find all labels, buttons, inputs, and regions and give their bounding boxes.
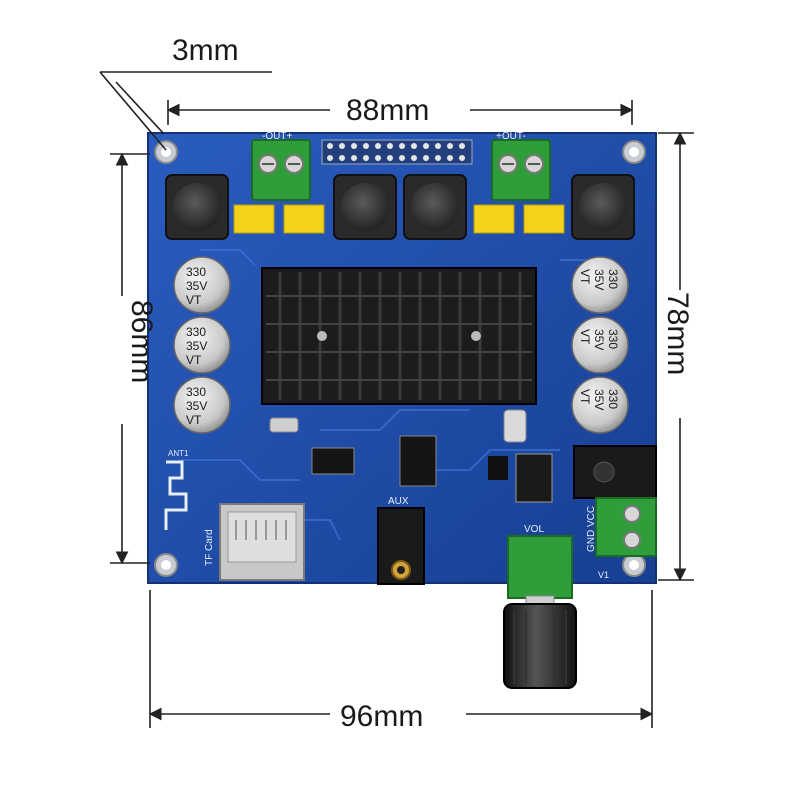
svg-text:35V: 35V — [592, 269, 606, 290]
volume-knob[interactable] — [503, 603, 577, 689]
out-right-label: +OUT- — [496, 131, 526, 142]
hole-offset-pointer-a — [99, 71, 167, 151]
hole-offset-pointer-b — [115, 81, 165, 135]
electrolytic-capacitor: 330 35V VT — [571, 256, 629, 314]
mounting-holes — [154, 140, 646, 577]
svg-text:330: 330 — [186, 265, 206, 279]
dimension-lines — [99, 71, 694, 728]
svg-text:330: 330 — [606, 329, 620, 349]
electrolytic-capacitor: 330 35V VT — [173, 376, 231, 434]
svg-text:330: 330 — [606, 269, 620, 289]
hole-spacing-x-label: 88mm — [346, 94, 429, 127]
hole-offset-label: 3mm — [172, 34, 239, 67]
svg-text:VT: VT — [186, 413, 202, 427]
pin-header — [321, 139, 473, 165]
svg-text:35V: 35V — [186, 399, 207, 413]
electrolytic-capacitor: 330 35V VT — [571, 316, 629, 374]
electrolytic-capacitor: 330 35V VT — [571, 376, 629, 434]
ant-label: ANT1 — [168, 449, 189, 458]
aux-jack — [377, 507, 425, 585]
svg-text:VT: VT — [578, 389, 592, 405]
output-terminal-right — [491, 139, 551, 201]
antenna — [164, 460, 188, 530]
svg-text:VT: VT — [578, 329, 592, 345]
electrolytic-capacitor: 330 35V VT — [173, 256, 231, 314]
ic-chips — [269, 409, 553, 503]
output-terminal-left — [251, 139, 311, 201]
svg-text:35V: 35V — [592, 329, 606, 350]
power-terminal — [595, 497, 657, 557]
vol-label: VOL — [524, 524, 544, 535]
svg-text:35V: 35V — [186, 279, 207, 293]
power-terminal-label: GND VCC — [586, 506, 597, 552]
aux-label: AUX — [388, 496, 409, 507]
tf-card-slot — [219, 503, 305, 581]
hole-spacing-y-label: 86mm — [125, 300, 158, 383]
pcb-traces — [180, 249, 600, 541]
film-capacitors — [233, 204, 565, 234]
volume-potentiometer — [507, 535, 573, 609]
dc-jack — [573, 445, 657, 499]
svg-text:35V: 35V — [186, 339, 207, 353]
svg-text:35V: 35V — [592, 389, 606, 410]
electrolytic-capacitor: 330 35V VT — [173, 316, 231, 374]
svg-text:330: 330 — [186, 325, 206, 339]
board-width-label: 96mm — [340, 700, 423, 733]
inductors — [165, 174, 635, 240]
tf-card-label: TF Card — [204, 529, 215, 566]
out-left-label: -OUT+ — [262, 131, 292, 142]
svg-text:330: 330 — [606, 389, 620, 409]
v1-label: V1 — [598, 570, 609, 580]
svg-text:VT: VT — [578, 269, 592, 285]
svg-text:330: 330 — [186, 385, 206, 399]
svg-text:VT: VT — [186, 293, 202, 307]
svg-text:VT: VT — [186, 353, 202, 367]
board-height-label: 78mm — [661, 292, 694, 375]
heatsink — [261, 267, 537, 405]
